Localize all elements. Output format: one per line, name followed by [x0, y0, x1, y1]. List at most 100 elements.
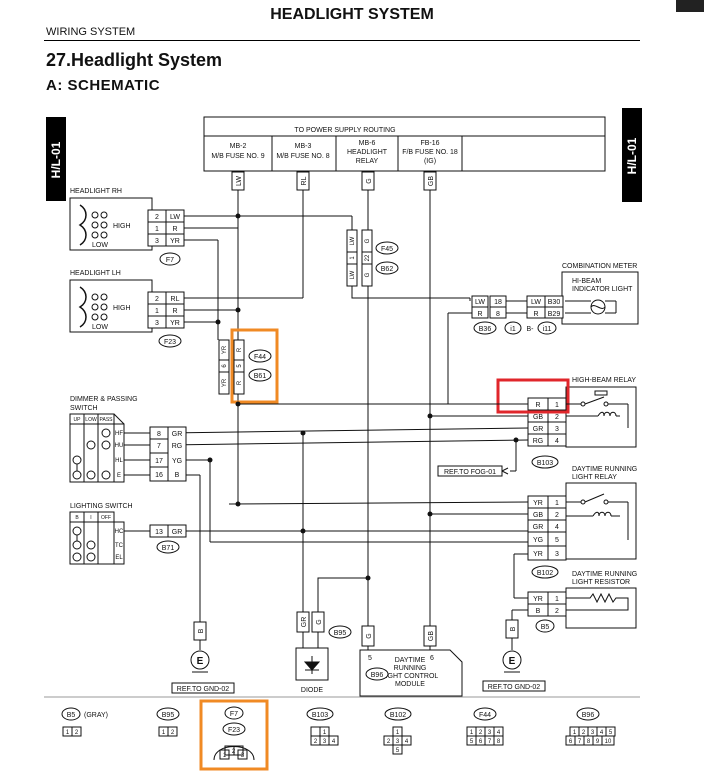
f45-wire-g: G [365, 238, 371, 243]
side-tab-left-label: H/L-01 [49, 141, 63, 178]
drl-relay-pin-2: 2 [555, 512, 559, 519]
power-source-2-line2: M/B FUSE NO. 8 [276, 153, 329, 160]
rh-wire-yr: YR [170, 238, 180, 245]
legend-f44-pin-7: 7 [488, 739, 492, 745]
dimmer-pin-7: 7 [157, 443, 161, 450]
high-beam-relay-box [565, 386, 637, 448]
drl-relay-pin-1: 1 [555, 500, 559, 507]
gnd-right-wire-b: B [510, 626, 517, 631]
power-source-3-line2: HEADLIGHT [347, 149, 388, 156]
drl-relay-wire-gr: GR [533, 524, 544, 531]
dimmer-wire-rg: RG [172, 443, 183, 450]
hi-beam-indicator-label-1: HI-BEAM [572, 278, 601, 285]
connector-b62: B62 [381, 266, 394, 273]
legend-f44-pin-8: 8 [497, 739, 501, 745]
f44-wire-r: R [237, 347, 243, 352]
lighting-term-el: EL [115, 555, 123, 561]
connector-f23: F23 [164, 339, 176, 346]
headlight-lh-body [69, 279, 153, 333]
headlight-rh-label: HEADLIGHT RH [70, 188, 122, 195]
drl-resistor-label-2: LIGHT RESISTOR [572, 579, 630, 586]
lh-pin-2: 2 [155, 296, 159, 303]
page-title: HEADLIGHT SYSTEM [270, 6, 434, 23]
ref-to-fog: REF.TO FOG-01 [444, 469, 496, 476]
legend-b96-pin-9: 9 [596, 739, 600, 745]
side-tab-left [46, 117, 66, 201]
headlight-rh-high: HIGH [113, 223, 131, 230]
f44-pin-6: 6 [222, 364, 228, 368]
ref-to-gnd-right: REF.TO GND-02 [488, 684, 540, 691]
power-source-4-line2: F/B FUSE NO. 18 [402, 149, 458, 156]
f45-pin-1: 1 [350, 256, 356, 260]
connector-b71: B71 [162, 545, 175, 552]
legend-f7: F7 [230, 711, 238, 718]
f44-wire-yr: YR [222, 345, 228, 354]
connector-f44: F44 [254, 354, 266, 361]
feed-label-gb: GB [428, 176, 435, 186]
drl-relay-pin-3: 3 [555, 551, 559, 558]
power-source-4-line3: (IG) [424, 158, 436, 165]
drl-relay-label-2: LIGHT RELAY [572, 474, 617, 481]
ref-to-gnd-left: REF.TO GND-02 [177, 686, 229, 693]
feed-label-lw: LW [236, 176, 243, 186]
headlight-lh-label: HEADLIGHT LH [70, 270, 121, 277]
dimmer-term-hl: HL [115, 458, 123, 464]
b61-wire-r: R [237, 380, 243, 385]
legend-b95-pin-2: 2 [171, 730, 175, 736]
legend-f7-pin-2: 2 [232, 749, 236, 755]
dimmer-switch-label-2: SWITCH [70, 405, 98, 412]
side-tab-right [622, 108, 642, 202]
legend-b96-pin-7: 7 [578, 739, 582, 745]
dimmer-pin-8: 8 [157, 431, 161, 438]
connector-b102: B102 [537, 570, 553, 577]
rh-wire-lw: LW [170, 214, 180, 221]
headlight-rh-body [69, 197, 153, 251]
f45-wire-lw: LW [350, 236, 356, 245]
legend-b96: B96 [582, 712, 595, 719]
section-heading: 27.Headlight System [46, 50, 223, 70]
meter-pin-8: 8 [496, 311, 500, 318]
connector-b5: B5 [541, 624, 550, 631]
module-wire-gb: GB [428, 631, 435, 641]
power-source-4-line1: FB-16 [420, 140, 439, 147]
legend-b102-pin-4: 4 [405, 739, 409, 745]
f45-pin-22: 22 [365, 254, 371, 261]
ground-symbol-right [502, 650, 522, 670]
legend-b5: B5 [67, 712, 76, 719]
hi-beam-indicator-label-2: INDICATOR LIGHT [572, 286, 633, 293]
lighting-term-hc: HC [115, 529, 124, 535]
power-source-1-line1: MB-2 [230, 143, 247, 150]
legend-b95: B95 [162, 712, 175, 719]
resistor-pin-2: 2 [555, 608, 559, 615]
dimmer-switch-label-1: DIMMER & PASSING [70, 396, 138, 403]
headlight-lh-low: LOW [92, 324, 108, 331]
hb-relay-wire-rg: RG [533, 438, 544, 445]
drl-relay-wire-gb: GB [533, 512, 543, 519]
legend-b102-pin-2: 2 [387, 739, 391, 745]
hb-relay-pin-3: 3 [555, 426, 559, 433]
power-source-3-line1: MB-6 [359, 140, 376, 147]
resistor-zigzag [566, 592, 629, 611]
b61-wire-yr: YR [222, 378, 228, 387]
lh-pin-3: 3 [155, 320, 159, 327]
legend-b96-pin-10: 10 [605, 739, 612, 745]
lh-wire-rl: RL [171, 296, 180, 303]
diode-symbol [303, 656, 321, 674]
diode-box [295, 647, 329, 681]
legend-f44: F44 [479, 712, 491, 719]
power-source-3-line3: RELAY [356, 158, 379, 165]
resistor-pin-1: 1 [555, 596, 559, 603]
dimmer-pos-pass: PASS [100, 417, 114, 423]
f44-pin-5: 5 [237, 364, 243, 368]
connector-b96: B96 [371, 672, 384, 679]
section-label: WIRING SYSTEM [46, 26, 136, 38]
side-tab-right-label: H/L-01 [625, 137, 639, 174]
legend-b103-pin-3: 3 [323, 739, 327, 745]
legend-b96-pin-1: 1 [573, 730, 577, 736]
dimmer-pin-16: 16 [155, 472, 163, 479]
rh-wire-r: R [172, 226, 177, 233]
connector-b61: B61 [254, 373, 267, 380]
highlight-box-hb-relay-r1 [496, 378, 570, 414]
highlight-box-f7-f23 [199, 699, 269, 771]
legend-f23: F23 [228, 727, 240, 734]
